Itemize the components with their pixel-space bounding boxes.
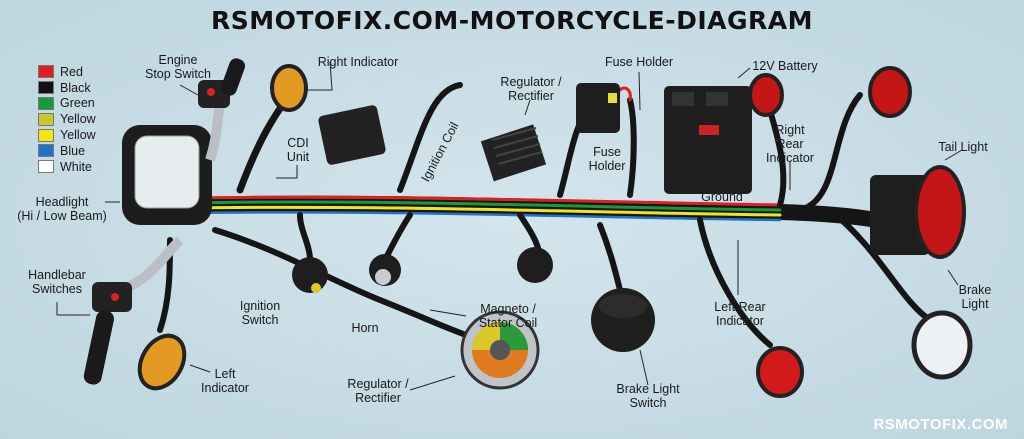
battery xyxy=(664,86,752,194)
left-rear-indicator xyxy=(756,346,804,398)
right-indicator xyxy=(270,64,308,112)
ignition-switch xyxy=(292,257,328,293)
right-rear-indicator xyxy=(748,73,784,117)
legend-swatch-red xyxy=(38,65,54,79)
legend-swatch-black xyxy=(38,81,54,95)
label-horn: Horn xyxy=(351,321,379,335)
watermark: RSMOTOFIX.COM xyxy=(873,416,1008,433)
legend-swatch-white xyxy=(38,160,54,174)
tail-light xyxy=(870,165,966,259)
legend-swatch-yellow-dark xyxy=(38,112,54,126)
cdi-unit xyxy=(318,105,386,165)
legend-label: Yellow xyxy=(60,128,96,143)
legend-item: Blue xyxy=(38,143,96,159)
label-fuse-holder-top: Fuse Holder xyxy=(604,55,674,69)
fuse-icon xyxy=(608,93,617,103)
color-legend: Red Black Green Yellow Yellow Blue White xyxy=(38,64,96,175)
legend-label: Red xyxy=(60,64,83,79)
fuse-holder-block xyxy=(576,83,620,133)
legend-swatch-green xyxy=(38,96,54,110)
legend-item: Red xyxy=(38,64,96,80)
legend-label: Yellow xyxy=(60,112,96,127)
label-headlight: Headlight(Hi / Low Beam) xyxy=(17,195,107,223)
leader-lines xyxy=(56,61,963,391)
legend-label: Blue xyxy=(60,143,86,158)
legend-item: Yellow xyxy=(38,127,96,143)
handlebar-left xyxy=(83,236,184,385)
page-title: RSMOTOFIX.COM-MOTORCYCLE-DIAGRAM xyxy=(210,6,814,35)
handlebar-right xyxy=(198,58,246,162)
label-regulator-rectifier-top: Regulator /Rectifier xyxy=(500,75,562,103)
legend-item: Green xyxy=(38,96,96,112)
legend-item: Yellow xyxy=(38,111,96,127)
main-harness xyxy=(157,82,933,348)
label-regulator-rectifier-bottom: Regulator /Rectifier xyxy=(347,377,409,405)
headlight xyxy=(122,125,212,225)
connector xyxy=(517,247,553,283)
label-magneto-stator-coil: Magneto /Stator Coil xyxy=(478,302,538,330)
regulator-rectifier-top xyxy=(480,124,547,182)
legend-swatch-blue xyxy=(38,144,54,158)
horn xyxy=(369,254,401,286)
label-12v-battery: 12V Battery xyxy=(752,59,818,73)
magneto-stator-coil xyxy=(460,310,540,390)
legend-label: Black xyxy=(60,80,91,95)
key-icon xyxy=(311,283,321,293)
legend-item: Black xyxy=(38,80,96,96)
legend-label: Green xyxy=(60,96,95,111)
left-indicator xyxy=(137,333,187,391)
brake-light xyxy=(911,310,973,380)
legend-label: White xyxy=(60,159,92,174)
top-rear-light xyxy=(868,66,912,118)
label-tail-light: Tail Light xyxy=(938,140,988,154)
label-right-indicator: Right Indicator xyxy=(317,55,399,69)
label-ground: Ground xyxy=(701,190,743,204)
legend-swatch-yellow xyxy=(38,128,54,142)
legend-item: White xyxy=(38,159,96,175)
brake-light-switch xyxy=(591,288,655,352)
